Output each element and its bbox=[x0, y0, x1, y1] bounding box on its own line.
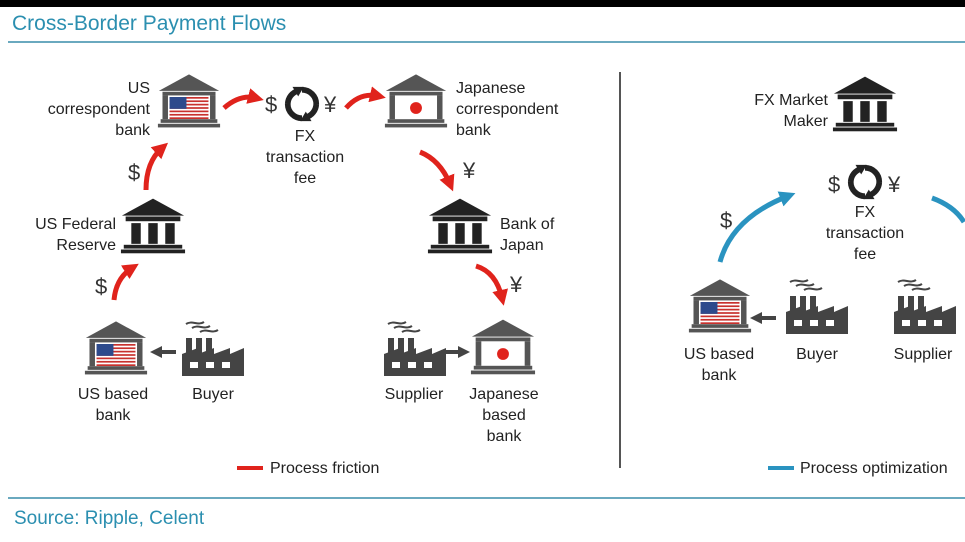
supplier-label: Supplier bbox=[384, 386, 444, 403]
diagram-title: Cross-Border Payment Flows bbox=[12, 12, 287, 35]
legend-optimization-swatch bbox=[768, 466, 794, 470]
arrow-jpcorr-to-boj bbox=[418, 149, 455, 192]
right-fx-yen-symbol: ¥ bbox=[888, 172, 901, 197]
right-flow-arrows bbox=[717, 191, 965, 324]
arrow-uscorr-to-fx bbox=[222, 88, 264, 110]
arrow-usbank-to-fed bbox=[111, 263, 139, 301]
fed-dollar-symbol: $ bbox=[128, 160, 141, 185]
title-rule bbox=[8, 41, 965, 43]
legend-friction-label: Process friction bbox=[270, 460, 380, 477]
usbank-dollar-symbol: $ bbox=[95, 274, 108, 299]
top-black-bar bbox=[0, 0, 965, 7]
legend-optimization-label: Process optimization bbox=[800, 460, 948, 477]
right-buyer-label: Buyer bbox=[796, 346, 838, 363]
buyer-label: Buyer bbox=[192, 386, 234, 403]
arrow-usbank-to-fx bbox=[717, 191, 796, 263]
legend-friction-swatch bbox=[237, 466, 263, 470]
footer-rule bbox=[8, 497, 965, 499]
arrow-fed-to-uscorr bbox=[143, 142, 169, 191]
fx-dollar-symbol: $ bbox=[265, 92, 278, 117]
right-dollar-symbol: $ bbox=[720, 208, 733, 233]
panel-divider bbox=[619, 72, 621, 468]
source-note: Source: Ripple, Celent bbox=[14, 508, 205, 529]
boj-yen-symbol: ¥ bbox=[463, 158, 476, 183]
arrow-boj-to-jpbank bbox=[475, 263, 508, 306]
jpbank-yen-symbol: ¥ bbox=[510, 272, 523, 297]
arrow-fx-to-supplier bbox=[931, 195, 965, 224]
left-flow-arrows bbox=[111, 86, 508, 358]
arrow-fx-to-jpcorr bbox=[344, 86, 386, 110]
fx-yen-symbol: ¥ bbox=[324, 92, 337, 117]
right-supplier-label: Supplier bbox=[893, 346, 953, 363]
right-fx-dollar-symbol: $ bbox=[828, 172, 841, 197]
